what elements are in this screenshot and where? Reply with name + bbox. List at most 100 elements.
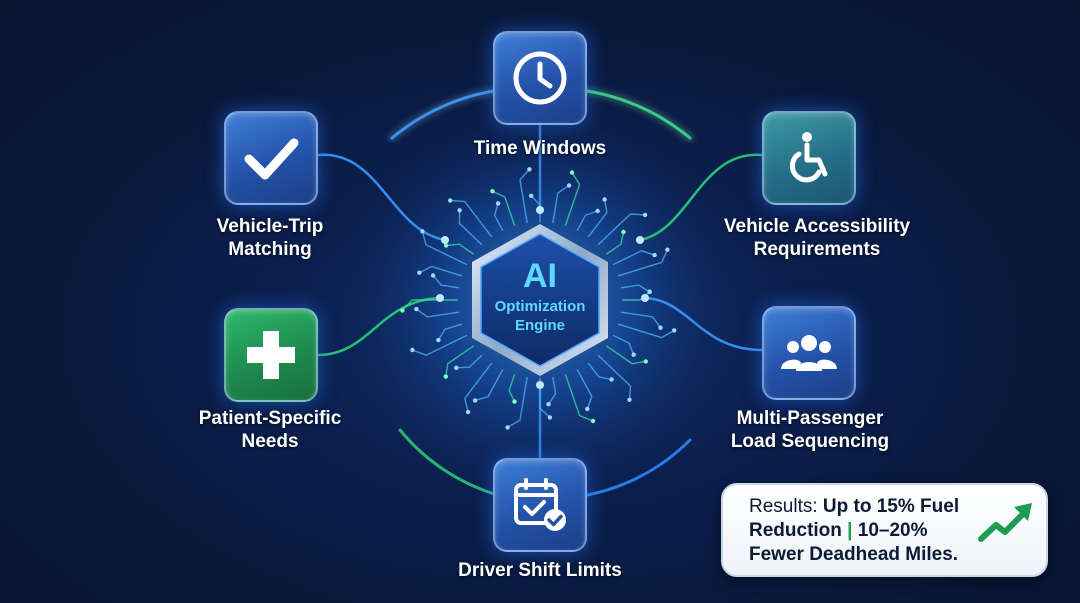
circuit-node: [647, 289, 652, 295]
driver-shift-label: Driver Shift Limits: [458, 560, 622, 581]
multi-passenger-label: Multi-Passenger Load Sequencing: [730, 408, 890, 452]
results-deadhead: 10–20% Fewer Deadhead Miles.: [749, 520, 959, 565]
results-text: Results: Up to 15% Fuel Reduction | 10–2…: [749, 495, 985, 567]
circuit-node: [505, 425, 510, 430]
vehicle-accessibility-label: Vehicle Accessibility Requirements: [723, 216, 911, 260]
circuit-node: [490, 189, 495, 194]
circuit-trace: [530, 195, 541, 223]
circuit-node: [443, 374, 448, 379]
connector-dot: [436, 294, 444, 302]
circuit-trace: [597, 354, 632, 400]
circuit-node: [457, 208, 462, 213]
circuit-node: [454, 365, 459, 370]
vehicle-trip-label: Vehicle-Trip Matching: [216, 216, 324, 260]
connector-dot: [536, 381, 544, 389]
circuit-trace: [492, 190, 516, 227]
circuit-node: [527, 167, 532, 172]
circuit-trace: [450, 199, 493, 238]
circuit-trace: [421, 231, 468, 266]
circuit-trace: [437, 323, 463, 341]
circuit-node: [627, 397, 632, 402]
circuit-trace: [620, 284, 651, 293]
circuit-trace: [507, 376, 528, 429]
circuit-node: [400, 308, 405, 313]
results-separator: |: [847, 520, 853, 541]
center-subtitle-line2: Engine: [515, 317, 565, 334]
circuit-trace: [446, 243, 475, 255]
group-icon: [781, 335, 837, 371]
circuit-node: [417, 270, 422, 275]
circuit-trace: [576, 210, 598, 231]
circuit-node: [631, 352, 636, 357]
circuit-trace: [419, 265, 463, 277]
calendar-check-icon: [514, 478, 566, 531]
circuit-trace: [458, 210, 483, 246]
circuit-trace: [605, 345, 646, 365]
circuit-trace: [464, 362, 493, 413]
circuit-node: [472, 398, 478, 403]
wheelchair-icon: [789, 132, 828, 183]
clock-icon: [513, 51, 567, 105]
circuit-node: [443, 243, 449, 248]
circuit-trace: [617, 323, 675, 339]
circuit-trace: [587, 199, 608, 238]
connector-dot: [441, 236, 449, 244]
circuit-node: [652, 252, 657, 258]
circuit-node: [602, 197, 607, 202]
circuit-node: [609, 377, 614, 382]
results-callout: Results: Up to 15% Fuel Reduction | 10–2…: [721, 483, 1048, 577]
circuit-trace: [552, 184, 570, 224]
driver-shift-tile: [493, 458, 587, 552]
circuit-node: [595, 208, 600, 214]
multi-passenger-tile: [762, 306, 856, 400]
patient-needs-label: Patient-Specific Needs: [198, 408, 342, 452]
plus-icon: [247, 331, 295, 379]
circuit-node: [512, 399, 517, 404]
circuit-trace: [432, 275, 460, 289]
circuit-node: [430, 273, 436, 278]
connector-dot: [636, 236, 644, 244]
circuit-node: [495, 201, 501, 206]
circuit-node: [643, 359, 648, 364]
circuit-node: [547, 415, 553, 420]
patient-needs-tile: [224, 308, 318, 402]
circuit-node: [590, 418, 596, 424]
ai-engine-hexagon: AI Optimization Engine: [472, 224, 608, 376]
circuit-trace: [547, 376, 557, 405]
time-windows-tile: [493, 31, 587, 125]
circuit-traces: [400, 167, 677, 430]
circuit-trace: [445, 345, 475, 377]
circuit-trace: [620, 311, 662, 329]
circuit-trace: [456, 354, 483, 369]
circuit-trace: [415, 308, 460, 318]
checkmark-icon: [244, 138, 299, 180]
circuit-trace: [597, 213, 646, 246]
center-subtitle-line1: Optimization: [495, 298, 586, 315]
orbit-ring: [388, 86, 694, 499]
circuit-trace: [493, 203, 504, 231]
results-fuel: Up to 15% Fuel Reduction: [749, 496, 960, 541]
circuit-trace: [605, 231, 625, 255]
circuit-node: [448, 198, 453, 203]
circuit-trace: [612, 250, 655, 266]
connector-dot: [536, 206, 544, 214]
circuit-trace: [508, 373, 516, 402]
circuit-trace: [474, 369, 504, 402]
circuit-node: [672, 328, 677, 333]
trend-up-arrow-icon: [978, 503, 1032, 542]
circuit-node: [566, 183, 572, 188]
circuit-node: [410, 347, 415, 353]
circuit-node: [546, 402, 551, 407]
time-windows-label: Time Windows: [473, 138, 607, 159]
circuit-node: [665, 247, 670, 252]
circuit-node: [621, 229, 626, 235]
connector-dot: [641, 294, 649, 302]
circuit-node: [529, 193, 534, 198]
circuit-node: [585, 406, 590, 412]
circuit-trace: [617, 249, 669, 277]
circuit-trace: [564, 172, 581, 227]
circuit-node: [642, 212, 648, 218]
vehicle-accessibility-tile: [762, 111, 856, 205]
results-lead: Results:: [749, 496, 823, 517]
